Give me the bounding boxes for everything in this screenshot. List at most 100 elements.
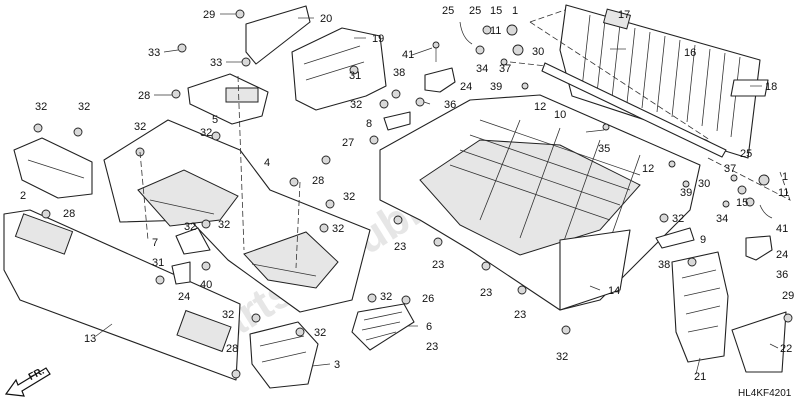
callout-label: 12 xyxy=(534,101,546,113)
callout-label: 28 xyxy=(312,175,324,187)
callout-label: 33 xyxy=(148,47,160,59)
callout-label: 36 xyxy=(776,269,788,281)
callout-label: 12 xyxy=(642,163,654,175)
part-6-step-plate xyxy=(351,303,415,351)
callout-label: 19 xyxy=(372,33,384,45)
callout-label: 28 xyxy=(63,208,75,220)
callout-label: 37 xyxy=(724,163,736,175)
leader-lines xyxy=(95,13,779,375)
part-22-side-cover xyxy=(731,311,787,373)
reference-lines xyxy=(139,9,791,269)
callout-label: 25 xyxy=(442,5,454,17)
front-direction-arrow: FR. xyxy=(4,366,51,397)
callout-label: 1 xyxy=(512,5,518,17)
part-13-side-panel xyxy=(3,209,241,381)
callout-label: 21 xyxy=(694,371,706,383)
callout-label: 14 xyxy=(608,285,620,297)
callout-label: 32 xyxy=(314,327,326,339)
callout-label: 32 xyxy=(134,121,146,133)
callout-label: 18 xyxy=(765,81,777,93)
callout-label: 41 xyxy=(402,49,414,61)
diagram-code: HL4KF4201 xyxy=(738,388,792,399)
hardware-upper xyxy=(415,21,529,107)
callout-label: 10 xyxy=(554,109,566,121)
callout-label: 32 xyxy=(343,191,355,203)
part-20-bracket xyxy=(245,5,311,65)
callout-label: 30 xyxy=(532,46,544,58)
part-10-strip xyxy=(541,62,727,158)
callout-label: 11 xyxy=(490,25,501,37)
part-8-tab xyxy=(383,111,411,131)
callout-label: 41 xyxy=(776,223,788,235)
callout-label: 31 xyxy=(349,70,361,82)
callout-label: 11 xyxy=(778,187,789,199)
part-3-mount xyxy=(249,321,319,389)
callout-label: 7 xyxy=(152,237,158,249)
callout-label: 4 xyxy=(264,157,270,169)
callout-label: 32 xyxy=(218,219,230,231)
part-4-floor-tray xyxy=(103,119,371,313)
callout-label: 32 xyxy=(222,309,234,321)
callout-label: 23 xyxy=(394,241,406,253)
part-5-crossmember xyxy=(187,73,269,125)
part-7-plate xyxy=(175,227,211,255)
callout-label: 30 xyxy=(698,178,710,190)
callout-label: 1 xyxy=(782,171,788,183)
callout-label: 26 xyxy=(422,293,434,305)
callout-label: 23 xyxy=(426,341,438,353)
callout-label: 25 xyxy=(469,5,481,17)
callout-label: 32 xyxy=(78,101,90,113)
callout-label: 3 xyxy=(334,359,340,371)
callout-label: 17 xyxy=(618,9,630,21)
callout-label: 23 xyxy=(480,287,492,299)
callout-label: 6 xyxy=(426,321,432,333)
callout-label: 24 xyxy=(460,81,472,93)
callout-label: 2 xyxy=(20,190,26,202)
callout-label: 32 xyxy=(200,127,212,139)
callout-label: 16 xyxy=(684,47,696,59)
part-9-bracket xyxy=(655,227,695,249)
fasteners xyxy=(33,9,793,379)
callout-label: 34 xyxy=(716,213,728,225)
callout-label: 39 xyxy=(680,187,692,199)
callout-label: 20 xyxy=(320,13,332,25)
callout-label: 32 xyxy=(332,223,344,235)
callout-label: 33 xyxy=(210,57,222,69)
callout-label: 29 xyxy=(203,9,215,21)
part-21-side-panel xyxy=(671,251,729,363)
callout-label: 32 xyxy=(350,99,362,111)
callout-label: 13 xyxy=(84,333,96,345)
hardware-right xyxy=(602,123,773,261)
callout-label: 35 xyxy=(598,143,610,155)
callout-label: 22 xyxy=(780,343,792,355)
part-14-cargo-bed xyxy=(379,94,701,311)
callout-label: 24 xyxy=(776,249,788,261)
part-2-bracket xyxy=(13,137,93,199)
callout-label: 34 xyxy=(476,63,488,75)
callout-labels: 29 20 19 33 33 28 5 32 32 31 32 32 38 32… xyxy=(20,5,794,383)
callout-label: 36 xyxy=(444,99,456,111)
callout-label: 23 xyxy=(432,259,444,271)
callout-label: 8 xyxy=(366,118,372,130)
callout-label: 5 xyxy=(212,114,218,126)
callout-label: 32 xyxy=(672,213,684,225)
callout-label: 24 xyxy=(178,291,190,303)
callout-label: 15 xyxy=(490,5,502,17)
callout-label: 31 xyxy=(152,257,164,269)
callout-label: 15 xyxy=(736,197,748,209)
callout-label: 28 xyxy=(226,343,238,355)
callout-label: 32 xyxy=(184,221,196,233)
callout-label: 29 xyxy=(782,290,794,302)
callout-label: 38 xyxy=(393,67,405,79)
callout-label: 28 xyxy=(138,90,150,102)
callout-label: 9 xyxy=(700,234,706,246)
callout-label: 32 xyxy=(35,101,47,113)
callout-label: 37 xyxy=(499,63,511,75)
direction-label: FR. xyxy=(27,366,47,383)
callout-label: 32 xyxy=(556,351,568,363)
callout-label: 32 xyxy=(380,291,392,303)
callout-label: 40 xyxy=(200,279,212,291)
part-24-clip xyxy=(171,261,191,285)
callout-label: 25 xyxy=(740,148,752,160)
